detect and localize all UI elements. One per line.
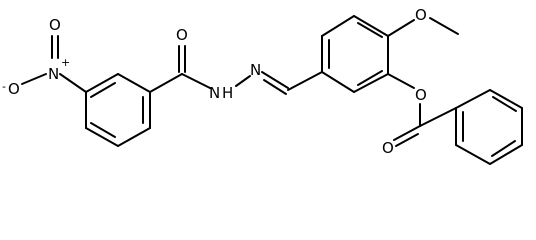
benzoyl-ring (455, 89, 523, 165)
nitro-o-charge: - (2, 80, 6, 93)
hydrazone-n1-label: N (209, 84, 220, 102)
hydrazone-n2-label: N (250, 61, 261, 79)
nitro-group: N + O O - (2, 16, 87, 98)
nitro-o-left-label: O (8, 80, 20, 98)
hydrazone-h-label: H (222, 84, 233, 102)
central-ring (321, 15, 389, 93)
nitro-o-top-label: O (49, 16, 61, 34)
carbonyl-o-label: O (382, 139, 394, 157)
methoxy-o-label: O (415, 6, 427, 24)
nitrophenyl-ring (85, 73, 151, 147)
nitro-n-charge: + (61, 56, 70, 69)
amide-hydrazone: O N H N (149, 26, 323, 102)
molecule-diagram: N + O O - O N H N O (2, 6, 523, 165)
nitro-n-label: N (48, 65, 59, 83)
ester-group: O O (382, 73, 457, 157)
amide-o-label: O (176, 26, 188, 44)
ester-o-label: O (415, 86, 427, 104)
structure-drawing: N + O O - O N H N O (2, 6, 523, 165)
methoxy-group: O (387, 6, 459, 37)
